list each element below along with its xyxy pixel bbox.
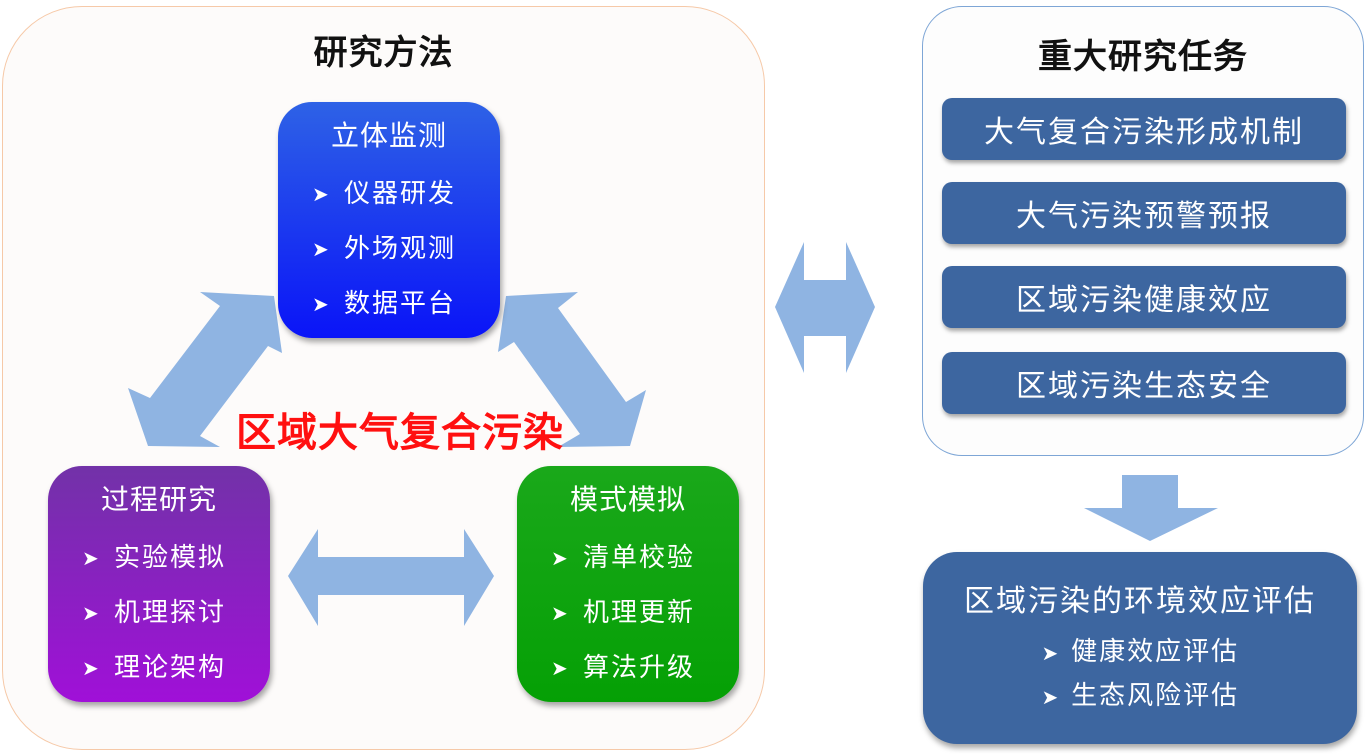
list-item: ➤ 清单校验 bbox=[551, 530, 739, 585]
task-item: 区域污染生态安全 bbox=[942, 352, 1346, 414]
list-item-label: 理论架构 bbox=[114, 652, 227, 683]
center-label: 区域大气复合污染 bbox=[236, 410, 564, 456]
arrow-bullet-icon: ➤ bbox=[82, 655, 101, 680]
process-research-box: 过程研究 ➤ 实验模拟 ➤ 机理探讨 ➤ 理论架构 bbox=[48, 466, 270, 702]
arrow-bullet-icon: ➤ bbox=[82, 545, 101, 570]
task-item: 大气污染预警预报 bbox=[942, 182, 1346, 244]
list-item: ➤ 健康效应评估 bbox=[923, 630, 1357, 674]
evaluation-title: 区域污染的环境效应评估 bbox=[964, 584, 1316, 619]
model-simulation-box: 模式模拟 ➤ 清单校验 ➤ 机理更新 ➤ 算法升级 bbox=[517, 466, 739, 702]
list-item-label: 外场观测 bbox=[344, 233, 457, 264]
arrow-bullet-icon: ➤ bbox=[551, 545, 570, 570]
list-item: ➤ 外场观测 bbox=[312, 221, 500, 276]
double-arrow-icon bbox=[775, 242, 875, 373]
list-item-label: 机理更新 bbox=[583, 597, 696, 628]
list-item: ➤ 理论架构 bbox=[82, 640, 270, 695]
arrow-bullet-icon: ➤ bbox=[1041, 685, 1061, 709]
double-arrow-icon bbox=[288, 529, 494, 626]
monitoring-title: 立体监测 bbox=[330, 119, 447, 152]
arrow-bullet-icon: ➤ bbox=[551, 600, 570, 625]
list-item: ➤ 生态风险评估 bbox=[923, 674, 1357, 718]
arrow-bullet-icon: ➤ bbox=[551, 655, 570, 680]
list-item-label: 健康效应评估 bbox=[1071, 637, 1240, 667]
down-arrow-icon bbox=[1084, 475, 1218, 541]
environmental-evaluation-box: 区域污染的环境效应评估 ➤ 健康效应评估 ➤ 生态风险评估 bbox=[923, 552, 1357, 744]
list-item: ➤ 机理探讨 bbox=[82, 585, 270, 640]
monitoring-box: 立体监测 ➤ 仪器研发 ➤ 外场观测 ➤ 数据平台 bbox=[278, 102, 500, 338]
arrow-bullet-icon: ➤ bbox=[82, 600, 101, 625]
list-item-label: 清单校验 bbox=[583, 542, 696, 573]
list-item-label: 算法升级 bbox=[583, 652, 696, 683]
model-simulation-title: 模式模拟 bbox=[569, 483, 686, 516]
list-item-label: 机理探讨 bbox=[114, 597, 227, 628]
arrow-bullet-icon: ➤ bbox=[312, 181, 331, 206]
double-arrow-icon bbox=[128, 292, 282, 447]
task-item: 区域污染健康效应 bbox=[942, 266, 1346, 328]
arrow-bullet-icon: ➤ bbox=[312, 291, 331, 316]
list-item-label: 仪器研发 bbox=[344, 178, 457, 209]
major-tasks-title: 重大研究任务 bbox=[1038, 37, 1248, 77]
list-item-label: 实验模拟 bbox=[114, 542, 227, 573]
arrow-bullet-icon: ➤ bbox=[312, 236, 331, 261]
double-arrow-icon bbox=[498, 292, 646, 447]
list-item-label: 生态风险评估 bbox=[1071, 681, 1240, 711]
list-item: ➤ 机理更新 bbox=[551, 585, 739, 640]
list-item: ➤ 实验模拟 bbox=[82, 530, 270, 585]
task-item: 大气复合污染形成机制 bbox=[942, 98, 1346, 160]
list-item: ➤ 算法升级 bbox=[551, 640, 739, 695]
arrow-bullet-icon: ➤ bbox=[1041, 641, 1061, 665]
list-item: ➤ 仪器研发 bbox=[312, 166, 500, 221]
research-methods-title: 研究方法 bbox=[313, 33, 454, 73]
process-research-title: 过程研究 bbox=[100, 483, 217, 516]
list-item: ➤ 数据平台 bbox=[312, 276, 500, 331]
list-item-label: 数据平台 bbox=[344, 288, 457, 319]
